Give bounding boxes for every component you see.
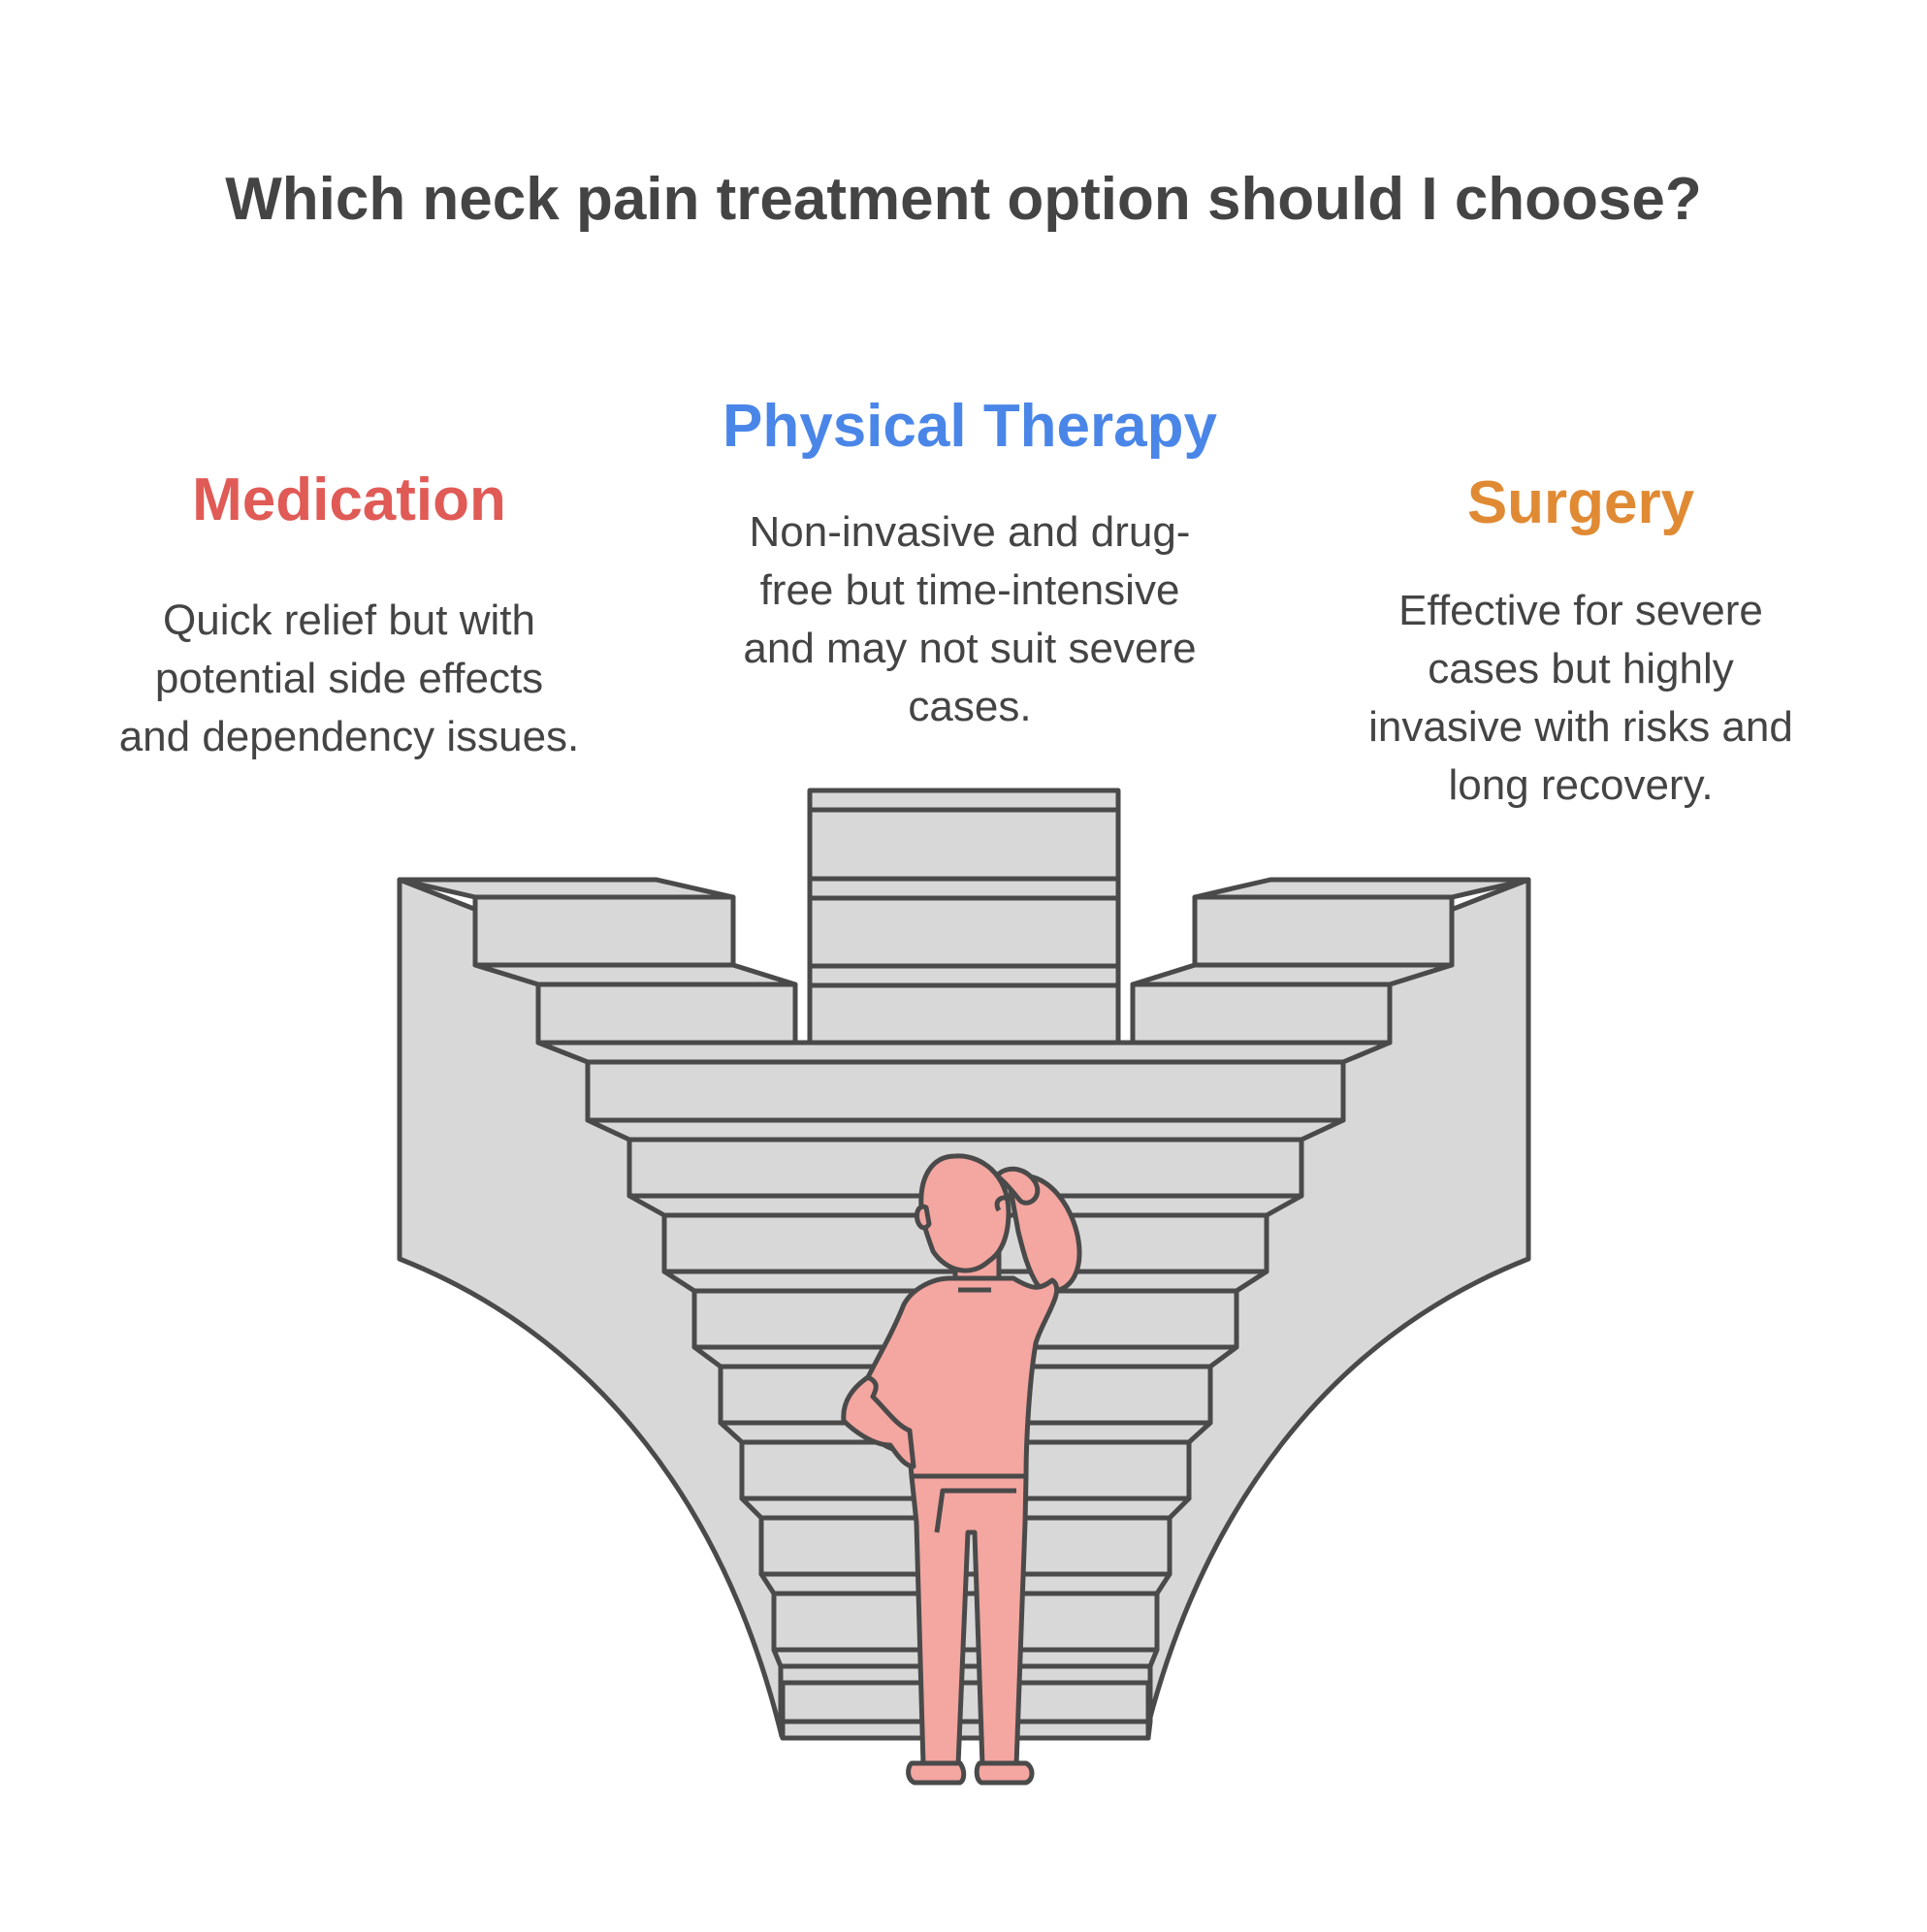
- option-title-medication: Medication: [192, 467, 506, 533]
- main-stairs: [535, 1040, 1393, 1741]
- left-branch-stairs: [397, 877, 798, 1046]
- description-line: Quick relief but with: [163, 596, 535, 644]
- option-title-physical-therapy: Physical Therapy: [722, 393, 1218, 460]
- description-line: Non-invasive and drug-: [749, 508, 1191, 556]
- description-line: Effective for severe: [1398, 587, 1763, 634]
- option-description-surgery: Effective for severe cases but highly in…: [1290, 582, 1872, 815]
- description-line: cases but highly: [1428, 645, 1734, 692]
- description-line: and dependency issues.: [118, 713, 580, 760]
- description-line: and may not suit severe: [743, 625, 1197, 672]
- center-tower: [807, 788, 1121, 1046]
- option-description-physical-therapy: Non-invasive and drug- free but time-int…: [689, 503, 1251, 736]
- description-line: potential side effects: [154, 655, 544, 702]
- description-line: cases.: [908, 683, 1032, 730]
- person-detail-lines: [912, 1195, 1026, 1533]
- description-line: free but time-intensive: [759, 566, 1180, 614]
- option-description-medication: Quick relief but with potential side eff…: [58, 592, 640, 766]
- description-line: long recovery.: [1448, 761, 1714, 809]
- description-line: invasive with risks and: [1368, 703, 1793, 751]
- page-title: Which neck pain treatment option should …: [225, 166, 1702, 233]
- right-branch-stairs: [1130, 877, 1531, 1046]
- person-figure: [841, 1153, 1082, 1786]
- option-title-surgery: Surgery: [1466, 469, 1695, 536]
